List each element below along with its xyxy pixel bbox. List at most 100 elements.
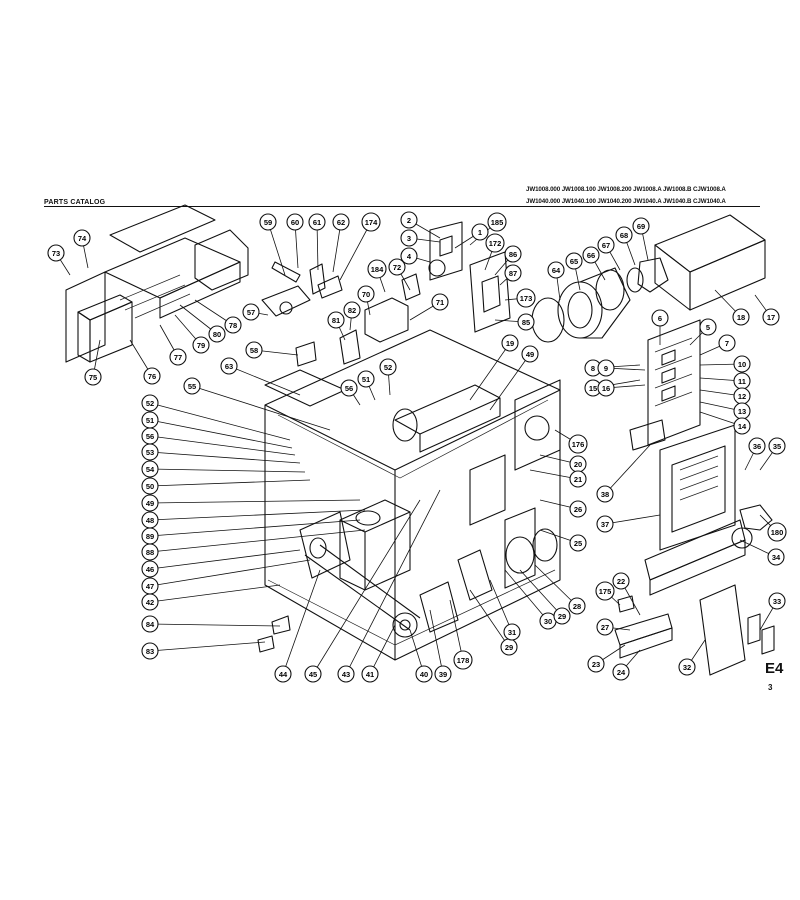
callout-number: 52	[384, 363, 392, 372]
leader-line-54	[149, 468, 306, 473]
leader-line-56b	[149, 435, 296, 456]
callout-number: 87	[509, 269, 517, 278]
callout-75: 75	[84, 368, 102, 386]
callout-bubble	[553, 607, 571, 625]
callout-bubble	[400, 229, 418, 247]
callout-number: 76	[148, 372, 156, 381]
callout-56: 56	[340, 379, 358, 397]
callout-number: 178	[457, 656, 470, 665]
callout-bubble	[678, 658, 696, 676]
callout-20: 20	[569, 455, 587, 473]
callout-173: 173	[516, 288, 536, 308]
model-numbers-line-2: JW1040.000 JW1040.100 JW1040.200 JW1040.…	[526, 198, 726, 205]
leader-line-39	[429, 609, 444, 675]
callout-bubble	[503, 623, 521, 641]
callout-bubble	[596, 485, 614, 503]
callout-bubble	[141, 394, 159, 412]
callout-33: 33	[768, 592, 786, 610]
callout-28: 28	[568, 597, 586, 615]
callout-number: 42	[146, 598, 154, 607]
callout-bubble	[748, 437, 766, 455]
callout-number: 28	[573, 602, 581, 611]
callout-3: 3	[400, 229, 418, 247]
callout-number: 25	[574, 539, 582, 548]
callout-number: 29	[505, 643, 513, 652]
callout-52: 52	[379, 358, 397, 376]
callout-number: 58	[250, 346, 258, 355]
callout-bubble	[224, 316, 242, 334]
callout-bubble	[388, 258, 406, 276]
thermostat-bracket	[428, 221, 463, 281]
callout-175: 175	[595, 581, 615, 601]
leader-line-45	[312, 499, 421, 675]
callout-bubble	[612, 572, 630, 590]
callout-number: 185	[491, 218, 504, 227]
callout-number: 9	[604, 364, 608, 373]
callout-number: 65	[570, 257, 578, 266]
callout-bubble	[141, 560, 159, 578]
callout-bubble	[597, 359, 615, 377]
callout-number: 81	[332, 316, 340, 325]
callout-number: 47	[146, 582, 154, 591]
callout-number: 184	[371, 265, 384, 274]
callout-18: 18	[732, 308, 750, 326]
callout-185: 185	[487, 212, 507, 232]
callout-number: 30	[544, 617, 552, 626]
callout-6: 6	[651, 309, 669, 327]
leader-line-53	[149, 451, 301, 464]
callout-number: 60	[291, 218, 299, 227]
callout-bubble	[768, 592, 786, 610]
callout-number: 66	[587, 251, 595, 260]
callout-71: 71	[431, 293, 449, 311]
door-frame	[629, 419, 773, 551]
leader-line-30	[504, 569, 549, 622]
callout-number: 21	[574, 475, 582, 484]
callout-bubble	[516, 288, 536, 308]
callout-70: 70	[357, 285, 375, 303]
callout-number: 48	[146, 516, 154, 525]
callout-36: 36	[748, 437, 766, 455]
callout-bubble	[615, 226, 633, 244]
callout-number: 69	[637, 222, 645, 231]
section-code: E4	[765, 660, 784, 677]
callout-bubble	[569, 500, 587, 518]
callout-50: 50	[141, 477, 159, 495]
leader-line-52b	[149, 402, 291, 441]
callout-184: 184	[367, 259, 387, 279]
callout-19: 19	[501, 334, 519, 352]
callout-bubble	[582, 246, 600, 264]
leader-line-28	[534, 564, 578, 607]
callout-bubble	[192, 336, 210, 354]
callout-number: 49	[526, 350, 534, 359]
callout-number: 57	[247, 308, 255, 317]
callout-83: 83	[141, 642, 159, 660]
callout-bubble	[259, 213, 277, 231]
callout-number: 52	[146, 399, 154, 408]
callout-number: 27	[601, 623, 609, 632]
callout-52b: 52	[141, 394, 159, 412]
callout-number: 36	[753, 442, 761, 451]
callout-number: 72	[393, 263, 401, 272]
callout-number: 86	[509, 250, 517, 259]
callout-number: 83	[146, 647, 154, 656]
callout-37: 37	[596, 515, 614, 533]
callout-number: 64	[552, 266, 561, 275]
callout-84: 84	[141, 615, 159, 633]
callout-number: 59	[264, 218, 272, 227]
callout-bubble	[504, 264, 522, 282]
leader-line-55	[191, 385, 331, 431]
callout-86: 86	[504, 245, 522, 263]
callout-bubble	[597, 236, 615, 254]
callout-bubble	[141, 593, 159, 611]
transformer-block	[299, 499, 411, 591]
callout-number: 70	[362, 290, 370, 299]
catalog-label: PARTS CATALOG	[44, 199, 106, 206]
callout-bubble	[487, 212, 507, 232]
callout-bubble	[286, 213, 304, 231]
callout-23: 23	[587, 655, 605, 673]
leader-line-19	[469, 342, 511, 401]
callout-number: 71	[436, 298, 444, 307]
callout-bubble	[183, 377, 201, 395]
callout-number: 68	[620, 231, 628, 240]
